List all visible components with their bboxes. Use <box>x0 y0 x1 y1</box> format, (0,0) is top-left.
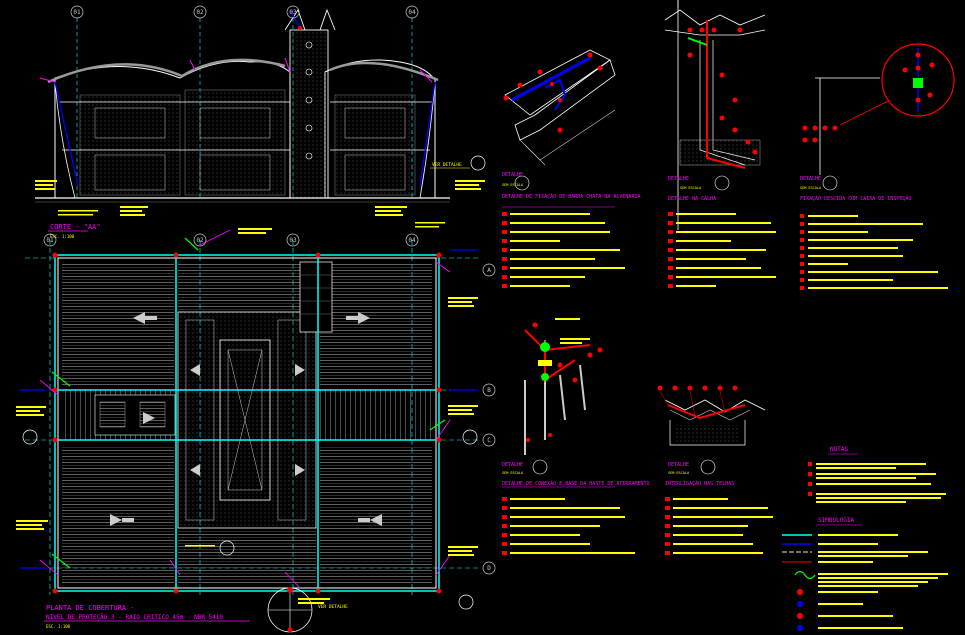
plan-subtitle: NIVEL DE PROTEÇÃO 3 - RAIO CRITICO 45m -… <box>46 614 223 621</box>
detail-gutter-ref: DETALHE <box>668 176 689 182</box>
detail-gutter-title: DETALHE NA CALHA <box>668 196 716 202</box>
detail-tile-ref: DETALHE <box>668 462 689 468</box>
plan-grid-d: D <box>487 565 491 572</box>
plan-title: PLANTA DE COBERTURA - <box>46 604 135 612</box>
detail-tile-notes <box>665 497 773 555</box>
plan-grid-01: 01 <box>46 237 54 244</box>
detail-gutter-notes <box>668 212 776 288</box>
detail-rod-notes <box>502 497 635 555</box>
section-elevation: 01 02 03 04 CORTE - "AA" ESC. 1:100 VER … <box>35 5 486 239</box>
notes-block: NOTAS SIMBOLOGIA <box>782 446 948 631</box>
detail-roof-bar: DETALHE SEM ESCALA DETALHE DE FIXAÇÃO DE… <box>502 49 640 288</box>
detail-tile-title: INTERLIGAÇÃO NAS TELHAS <box>665 480 734 487</box>
plan-grid-02: 02 <box>196 237 204 244</box>
detail-box-ref: DETALHE <box>800 176 821 182</box>
detail-roof-ref: DETALHE <box>502 172 523 178</box>
symbology-title: SIMBOLOGIA <box>818 517 855 524</box>
notes-title: NOTAS <box>830 446 848 453</box>
detail-gutter: DETALHE SEM ESCALA DETALHE NA CALHA <box>664 0 776 288</box>
plan-grid-03: 03 <box>289 237 297 244</box>
detail-rod-ref: DETALHE <box>502 462 523 468</box>
detail-roof-notes <box>502 212 625 288</box>
detail-rod-title: DETALHE DE CONEXÃO E BASE DA HASTE DE AT… <box>502 480 650 487</box>
detail-tile-scale: SEM ESCALA <box>668 471 690 475</box>
plan-grid-a: A <box>487 267 491 274</box>
detail-box-title: FIXAÇÃO DESCIDA COM CAIXA DE INSPEÇÃO <box>800 195 911 202</box>
plan-grid-c: C <box>487 437 491 444</box>
detail-box-notes <box>800 214 948 290</box>
ver-detalhe-label: VER DETALHE <box>432 162 462 168</box>
grid-bubble-04: 04 <box>408 9 416 16</box>
detail-roof-scale: SEM ESCALA <box>502 183 524 187</box>
elevation-scale: ESC. 1:100 <box>50 234 75 239</box>
detail-roof-title: DETALHE DE FIXAÇÃO DE BARRA CHATA NA ALV… <box>502 193 640 200</box>
roof-plan: 01 02 03 04 A B C D <box>16 228 496 633</box>
plan-grid-b: B <box>487 387 491 394</box>
detail-ground-rod: DETALHE SEM ESCALA DETALHE DE CONEXÃO E … <box>502 318 650 555</box>
elevation-title: CORTE - "AA" <box>50 223 101 231</box>
grid-bubble-01: 01 <box>73 9 81 16</box>
grid-bubble-02: 02 <box>196 9 204 16</box>
detail-rod-scale: SEM ESCALA <box>502 471 524 475</box>
plan-scale: ESC. 1:100 <box>46 624 71 629</box>
detail-inspection-box: DETALHE SEM ESCALA FIXAÇÃO DESCIDA COM C… <box>800 43 955 290</box>
ver-detalhe-plan: VER DETALHE <box>318 604 348 610</box>
detail-tile: DETALHE SEM ESCALA INTERLIGAÇÃO NAS TELH… <box>657 385 773 555</box>
plan-grid-04: 04 <box>408 237 416 244</box>
grid-bubble-03: 03 <box>289 9 297 16</box>
detail-gutter-scale: SEM ESCALA <box>680 186 702 190</box>
detail-box-scale: SEM ESCALA <box>800 186 822 190</box>
